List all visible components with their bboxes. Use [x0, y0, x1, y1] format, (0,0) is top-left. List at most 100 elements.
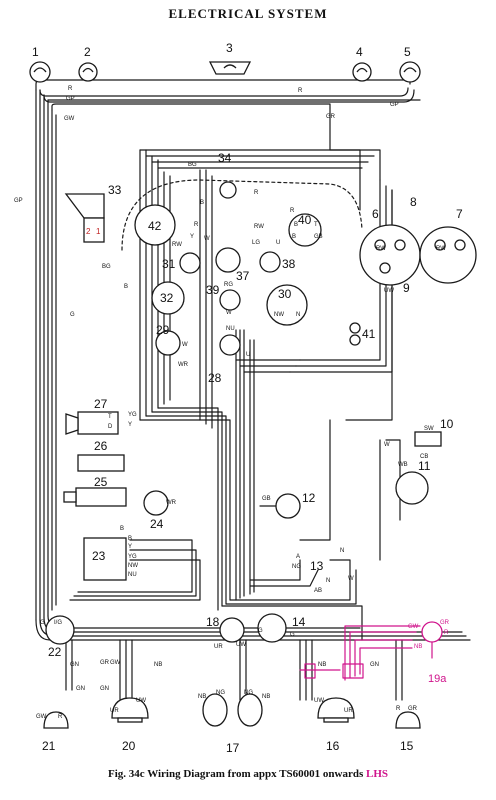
component-27 [65, 411, 119, 435]
wire-label: NW [274, 312, 284, 318]
wire-label: UW [384, 288, 394, 294]
wire-label: SW [424, 426, 434, 432]
wire-label: I/G [54, 620, 62, 626]
wire-label: RW [376, 246, 386, 252]
wire-label: UR [344, 708, 353, 714]
terminal-marker: 1 [96, 227, 101, 236]
wire-label: NU [128, 572, 137, 578]
label-28: 28 [208, 371, 222, 385]
wire-label: Y [190, 234, 194, 240]
wire-label: RG [224, 282, 233, 288]
component-19a [421, 621, 443, 643]
wire-label: RW [172, 242, 182, 248]
gauge-30 [266, 284, 308, 326]
gauge-31 [179, 252, 201, 274]
wire-label: B [124, 284, 128, 290]
wire-label: N [340, 548, 344, 554]
wire-label: R [254, 190, 259, 196]
wire-label: R [58, 714, 63, 720]
wire-label: B [200, 200, 204, 206]
wire-label: T [108, 414, 112, 420]
wire-label: NB [262, 694, 270, 700]
wire-label: W [226, 310, 232, 316]
wire-label: NG [292, 564, 301, 570]
wire-label: AB [314, 588, 322, 594]
label-15: 15 [400, 739, 414, 753]
wire-label: GP [66, 96, 75, 102]
wire-label: R [396, 706, 401, 712]
lamp-1 [29, 61, 51, 83]
wire-label: RW [436, 246, 446, 252]
component-11 [395, 471, 429, 505]
wire-label: W [204, 236, 210, 242]
label-34: 34 [218, 151, 232, 165]
wire-label: G [70, 312, 75, 318]
lamp-4 [352, 62, 372, 82]
label-2: 2 [84, 45, 91, 59]
instrument-7 [419, 226, 477, 284]
wire-label: R [194, 222, 199, 228]
lamp-3 [208, 61, 252, 75]
wire-label: Y [128, 422, 132, 428]
gauge-29 [155, 330, 181, 356]
wire-label: NG [216, 690, 225, 696]
label-8: 8 [410, 195, 417, 209]
wire-label: W [384, 442, 390, 448]
wire-label: R [298, 88, 303, 94]
wire-label: NG [244, 690, 253, 696]
wire-label: GW [408, 624, 419, 630]
label-4: 4 [356, 45, 363, 59]
wire-label: T [314, 222, 318, 228]
label-39: 39 [206, 283, 220, 297]
label-19a: 19a [428, 673, 447, 685]
gauge-40 [288, 213, 322, 247]
component-10 [414, 431, 442, 447]
regulator-23 [83, 537, 127, 581]
lamp-20 [111, 697, 149, 723]
label-32: 32 [160, 291, 174, 305]
wire-label: G [258, 628, 263, 634]
figure-caption: Fig. 34c Wiring Diagram from appx TS6000… [0, 768, 496, 780]
label-22: 22 [48, 645, 62, 659]
wire-label: GW [110, 660, 121, 666]
wire-label: UR [214, 644, 223, 650]
terminal-marker: 2 [86, 227, 91, 236]
wire-label: NB [198, 694, 206, 700]
wire-label: N [296, 312, 300, 318]
label-17: 17 [226, 741, 240, 755]
label-10: 10 [440, 417, 454, 431]
label-26: 26 [94, 439, 108, 453]
label-38: 38 [282, 257, 296, 271]
central-bundle [139, 149, 393, 611]
instrument-6 [359, 224, 421, 286]
horns-17 [202, 693, 263, 727]
lower-harness [65, 539, 403, 701]
wire-label: WR [166, 500, 177, 506]
label-40: 40 [298, 213, 312, 227]
wire-label: BG [102, 264, 111, 270]
wire-label: B [128, 536, 132, 542]
label-42: 42 [148, 219, 162, 233]
wire-label: U [246, 352, 250, 358]
label-30: 30 [278, 287, 292, 301]
lamp-21 [43, 711, 69, 729]
wire-label: B [294, 222, 298, 228]
wire-label: GW [36, 714, 47, 720]
wire-label: UW [236, 642, 246, 648]
wire-label: N [326, 578, 330, 584]
wire-label: Y [128, 544, 132, 550]
lamp-16 [317, 697, 355, 723]
wire-label: GW [64, 116, 75, 122]
wire-label: WR [178, 362, 189, 368]
wire-label: BG [188, 162, 197, 168]
lamp-15 [395, 711, 421, 729]
label-3: 3 [226, 41, 233, 55]
label-41: 41 [362, 327, 376, 341]
component-22 [45, 615, 75, 645]
label-31: 31 [162, 257, 176, 271]
label-6: 6 [372, 207, 379, 221]
wire-label: GN [70, 662, 79, 668]
label-37: 37 [236, 269, 250, 283]
wire-label: NU [226, 326, 235, 332]
